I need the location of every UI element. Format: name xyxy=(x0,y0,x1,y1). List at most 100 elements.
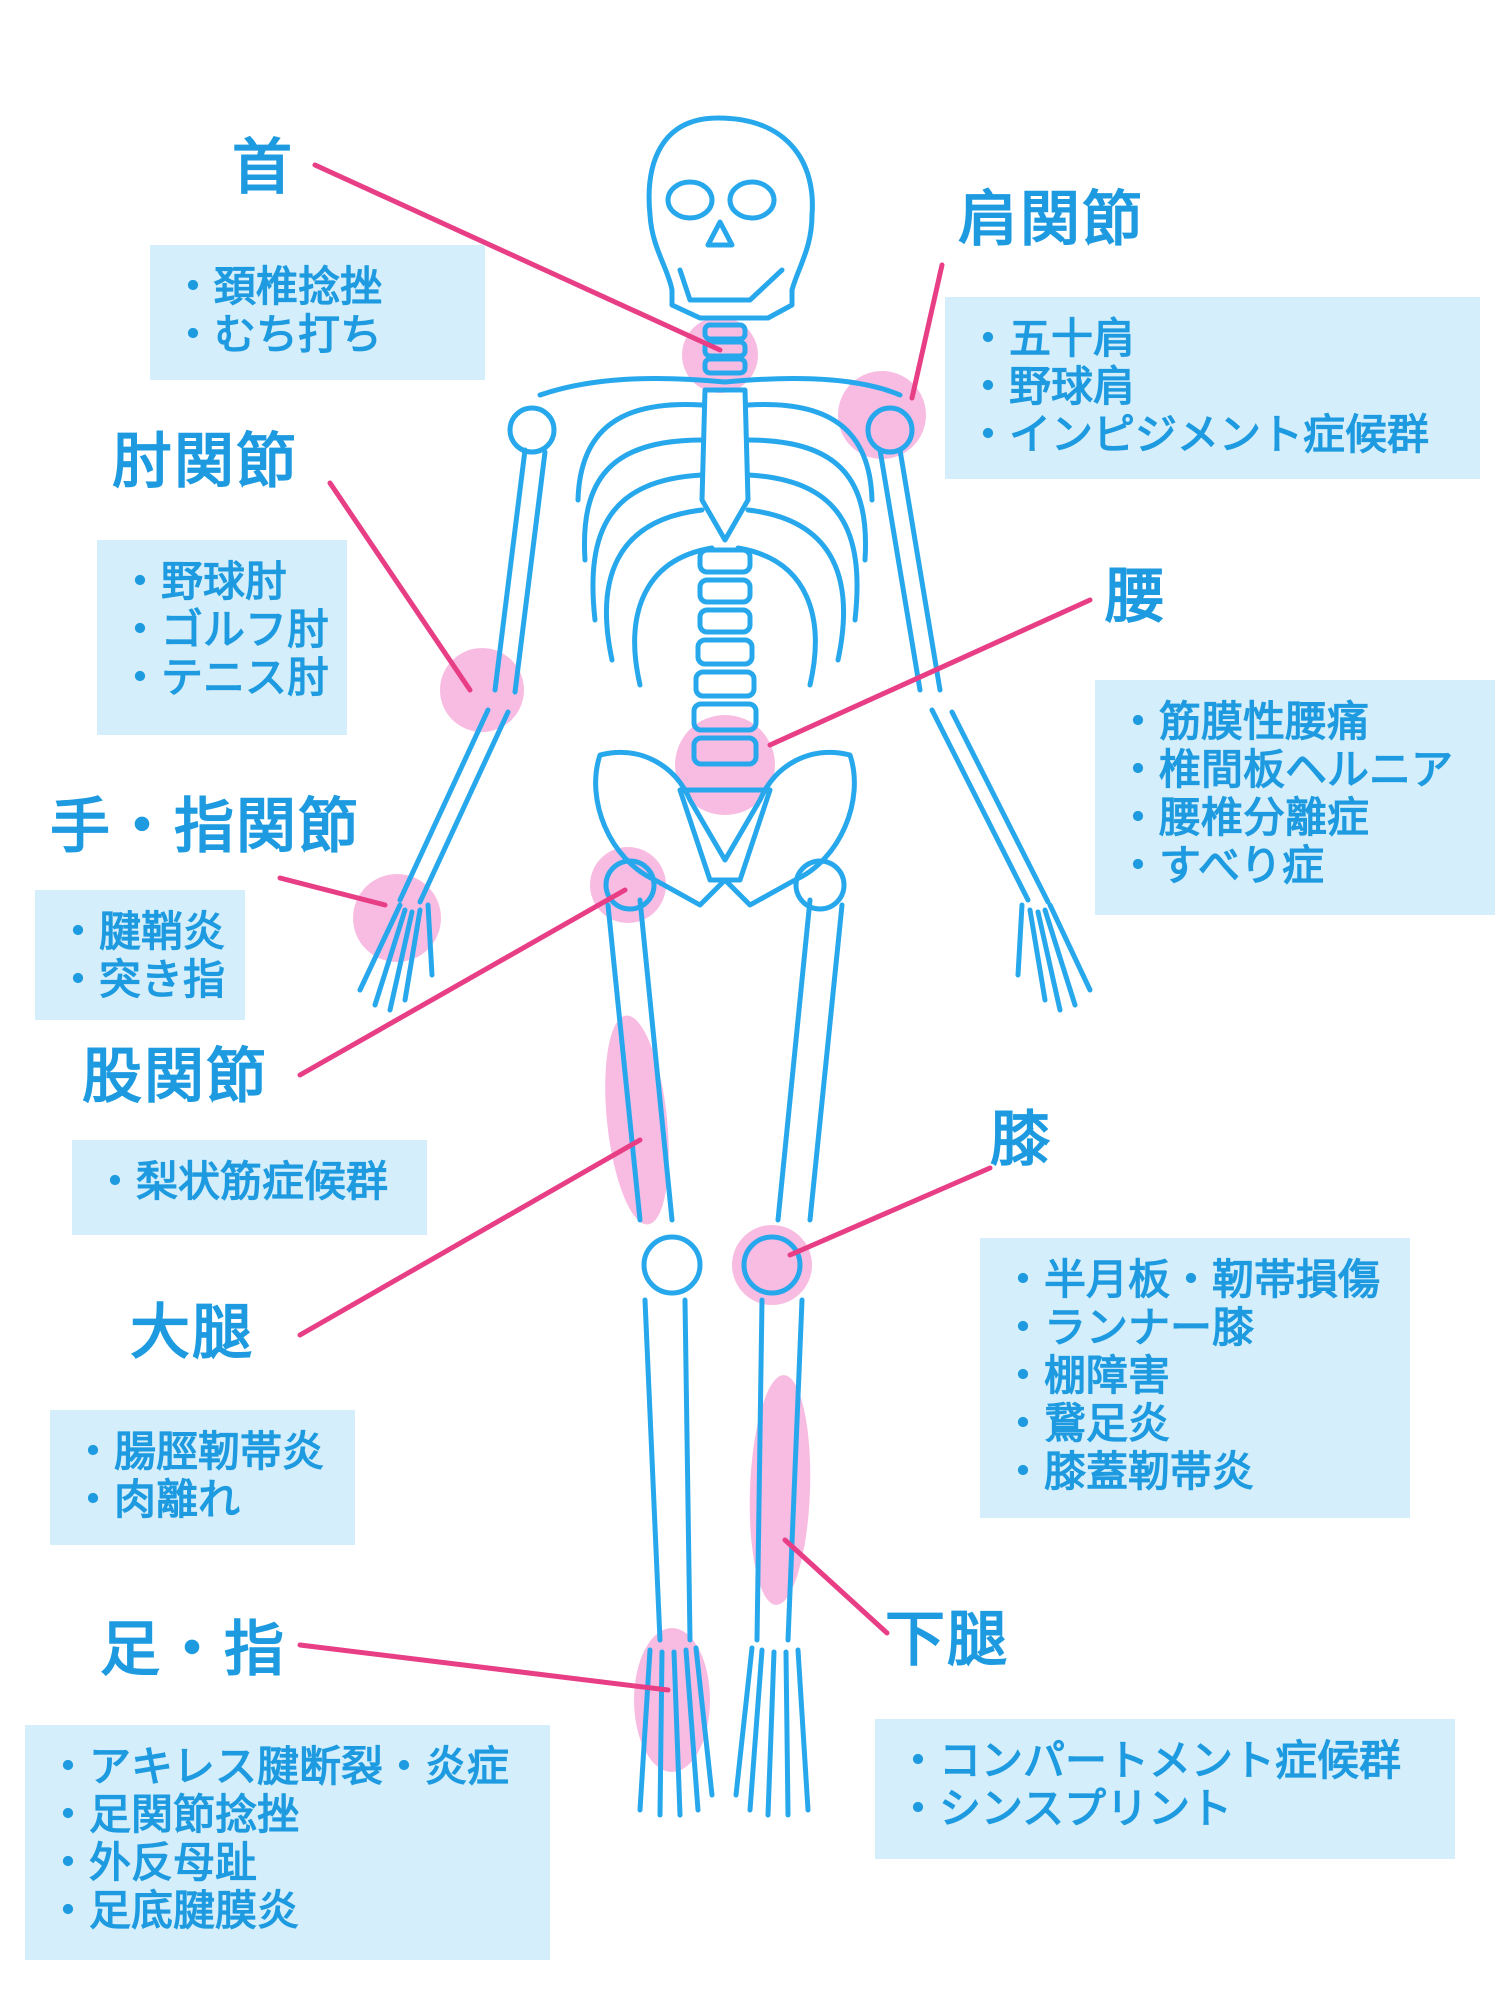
ulna-left xyxy=(417,709,511,905)
knee-condition-item: ・膝蓋靭帯炎 xyxy=(1002,1447,1255,1496)
pelvis xyxy=(593,749,857,908)
elbow-highlight xyxy=(440,648,524,732)
foot-conditions-box: ・アキレス腱断裂・炎症・足関節捻挫・外反母趾・足底腱膜炎 xyxy=(25,1725,550,1960)
clavicle-left xyxy=(537,376,728,398)
knee-leader-line xyxy=(787,1165,993,1258)
elbow-condition-item: ・野球肘 xyxy=(119,557,288,606)
lowerleg-leader-line xyxy=(782,1537,890,1636)
hand-conditions-box: ・腱鞘炎・突き指 xyxy=(35,890,245,1020)
radius-left xyxy=(397,707,491,903)
foot-condition-item: ・足底腱膜炎 xyxy=(47,1886,300,1935)
hand-condition-item: ・突き指 xyxy=(57,955,226,1004)
skeleton-figure xyxy=(357,115,1093,1818)
shoulder-leader-line xyxy=(909,262,945,401)
knee-conditions-box: ・半月板・靭帯損傷・ランナー膝・棚障害・鵞足炎・膝蓋靭帯炎 xyxy=(980,1238,1410,1518)
knee-condition-item: ・半月板・靭帯損傷 xyxy=(1002,1255,1381,1304)
femur-right-2 xyxy=(775,897,813,1223)
fibula-left xyxy=(682,1297,693,1643)
tibia-left xyxy=(642,1297,663,1643)
rib-cage xyxy=(575,401,875,688)
thigh-highlight xyxy=(605,1015,669,1225)
neck-title: 首 xyxy=(232,133,294,203)
humerus-right xyxy=(877,447,923,693)
waist-condition-item: ・すべり症 xyxy=(1117,841,1325,890)
cervical-spine xyxy=(702,322,748,376)
neck-conditions-box: ・頚椎捻挫・むち打ち xyxy=(150,245,485,380)
shoulder-left xyxy=(507,405,557,455)
thigh-condition-item: ・肉離れ xyxy=(72,1475,241,1524)
foot-right xyxy=(733,1645,811,1818)
hand-highlight xyxy=(353,874,441,962)
waist-title: 腰 xyxy=(1105,562,1167,632)
elbow-condition-item: ・ゴルフ肘 xyxy=(119,605,330,654)
clavicle-right xyxy=(722,376,903,398)
femur-head-left xyxy=(603,858,657,912)
hand-condition-item: ・腱鞘炎 xyxy=(57,907,226,956)
lowerleg-condition-item: ・コンパートメント症候群 xyxy=(897,1736,1402,1785)
sternum xyxy=(699,387,751,543)
femur-head-right xyxy=(793,858,847,912)
elbow-condition-item: ・テニス肘 xyxy=(119,653,330,702)
nasal-cavity xyxy=(705,219,735,248)
skull xyxy=(646,115,815,321)
elbow-conditions-box: ・野球肘・ゴルフ肘・テニス肘 xyxy=(97,540,347,735)
foot-left xyxy=(637,1645,715,1818)
femur-left xyxy=(605,902,643,1223)
waist-condition-item: ・椎間板ヘルニア xyxy=(1117,745,1454,794)
neck-leader-line xyxy=(312,162,723,353)
humerus-left xyxy=(492,447,528,693)
shoulder-title: 肩関節 xyxy=(958,185,1144,255)
foot-condition-item: ・足関節捻挫 xyxy=(47,1790,300,1839)
hand-title: 手・指関節 xyxy=(50,792,360,862)
hand-left xyxy=(357,902,435,1013)
knee-condition-item: ・鵞足炎 xyxy=(1002,1399,1171,1448)
patella-right xyxy=(741,1234,803,1296)
lowerleg-conditions-box: ・コンパートメント症候群・シンスプリント xyxy=(875,1719,1455,1859)
tibia-right xyxy=(785,1297,805,1643)
thigh-title: 大腿 xyxy=(130,1298,254,1368)
foot-condition-item: ・アキレス腱断裂・炎症 xyxy=(47,1742,510,1791)
hip-leader-line xyxy=(297,887,628,1078)
neck-condition-item: ・頚椎捻挫 xyxy=(172,262,383,311)
foot-title: 足・指 xyxy=(100,1615,286,1685)
neck-condition-item: ・むち打ち xyxy=(172,310,383,359)
shoulder-right xyxy=(865,405,915,455)
humerus-right-2 xyxy=(897,447,943,693)
lowerleg-condition-item: ・シンスプリント xyxy=(897,1784,1233,1833)
hip-condition-item: ・梨状筋症候群 xyxy=(94,1157,389,1206)
shoulder-highlight xyxy=(838,371,926,459)
waist-condition-item: ・腰椎分離症 xyxy=(1117,793,1370,842)
leader-lines xyxy=(277,162,1093,1693)
ulna-right xyxy=(949,709,1051,905)
waist-conditions-box: ・筋膜性腰痛・椎間板ヘルニア・腰椎分離症・すべり症 xyxy=(1095,680,1495,915)
eye-socket-right xyxy=(727,179,777,221)
humerus-left-2 xyxy=(512,449,548,695)
waist-condition-item: ・筋膜性腰痛 xyxy=(1117,697,1370,746)
knee-title: 膝 xyxy=(990,1105,1052,1175)
femur-right xyxy=(807,902,845,1223)
eye-socket-left xyxy=(665,179,715,221)
radius-right xyxy=(929,707,1031,903)
shoulder-condition-item: ・インピジメント症候群 xyxy=(967,410,1430,459)
waist-leader-line xyxy=(767,597,1093,748)
fibula-right xyxy=(754,1297,765,1643)
knee-condition-item: ・棚障害 xyxy=(1002,1351,1171,1400)
thigh-leader-line xyxy=(297,1137,643,1338)
elbow-leader-line xyxy=(327,480,473,693)
hip-conditions-box: ・梨状筋症候群 xyxy=(72,1140,427,1235)
thigh-conditions-box: ・腸脛靭帯炎・肉離れ xyxy=(50,1410,355,1545)
lowerleg-title: 下腿 xyxy=(885,1605,1009,1675)
sacrum xyxy=(677,787,773,883)
shoulder-condition-item: ・五十肩 xyxy=(967,314,1136,363)
shoulder-condition-item: ・野球肩 xyxy=(967,362,1136,411)
lumbar-spine xyxy=(691,547,759,767)
hip-title: 股関節 xyxy=(82,1042,268,1112)
foot-leader-line xyxy=(297,1642,671,1693)
shoulder-conditions-box: ・五十肩・野球肩・インピジメント症候群 xyxy=(945,297,1480,479)
hand-leader-line xyxy=(277,875,388,908)
femur-left-2 xyxy=(637,897,675,1223)
jaw xyxy=(677,267,785,303)
knee-condition-item: ・ランナー膝 xyxy=(1002,1303,1255,1352)
thigh-condition-item: ・腸脛靭帯炎 xyxy=(72,1427,325,1476)
